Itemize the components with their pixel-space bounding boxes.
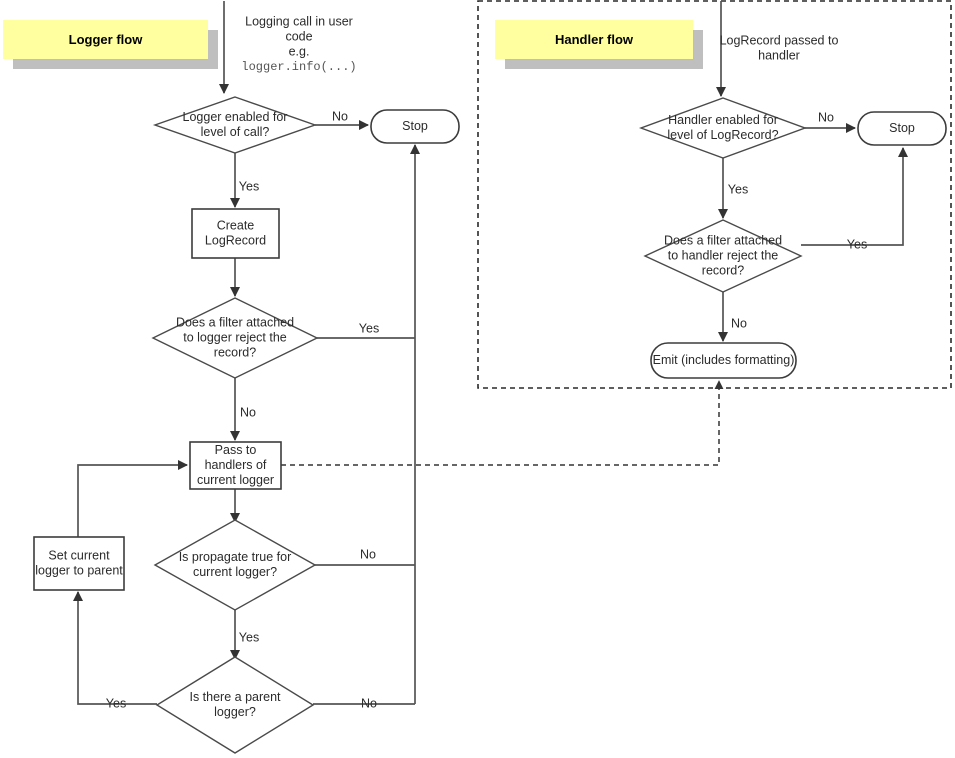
decision-is-propagate-label-line-0: Is propagate true for <box>179 550 292 564</box>
decision-is-propagate-label-line-1: current logger? <box>193 565 277 579</box>
decision-handler-filter-label-line-0: Does a filter attached <box>664 233 782 247</box>
logger-flow-banner-label: Logger flow <box>69 32 144 47</box>
caption-logging-call-line-2: e.g. <box>289 44 310 58</box>
edge-propagate-no-to-stop-riser-label: No <box>360 547 376 561</box>
decision-handler-filter-label-line-1: to handler reject the <box>668 248 779 262</box>
edge-logger-filter-no-to-pass-label: No <box>240 405 256 419</box>
decision-handler-filter-label-line-2: record? <box>702 263 744 277</box>
terminator-logger-stop: Stop <box>370 109 460 144</box>
handler-flow-frame <box>477 0 952 389</box>
caption-logrecord-passed-line-0: LogRecord passed to <box>720 33 839 47</box>
terminator-logger-stop-shape <box>370 109 460 144</box>
group-frames-layer <box>477 0 952 389</box>
terminator-emit-label-line-0: Emit (includes formatting) <box>653 353 795 367</box>
terminator-emit: Emit (includes formatting) <box>650 342 797 379</box>
decision-has-parent-logger-label-line-1: logger? <box>214 705 256 719</box>
terminator-logger-stop-label-line-0: Stop <box>402 119 428 133</box>
edge-propagate-yes-to-has-parent-label: Yes <box>239 630 259 644</box>
process-pass-to-handlers-label-line-1: handlers of <box>205 458 267 472</box>
process-set-current-logger-to-parent-label-line-0: Set current <box>48 548 110 562</box>
process-pass-to-handlers-shape <box>189 441 282 490</box>
logger-flow-banner-body <box>3 20 208 59</box>
edge-set-parent-to-pass <box>77 459 189 537</box>
process-create-logrecord-shape <box>191 208 280 259</box>
edge-logger-enabled-no-to-stop-label: No <box>332 109 348 123</box>
decision-handler-enabled-label-line-1: level of LogRecord? <box>667 128 778 142</box>
decision-logger-filter-shape <box>151 297 319 379</box>
process-set-current-logger-to-parent-shape <box>33 536 125 591</box>
edge-logger-enabled-yes-to-create-label: Yes <box>239 179 259 193</box>
decision-is-propagate-shape <box>153 519 317 611</box>
handler-flow-banner: Handler flow <box>495 20 703 69</box>
decision-handler-enabled-label-line-0: Handler enabled for <box>668 113 778 127</box>
handler-flow-banner-label: Handler flow <box>555 32 634 47</box>
decision-logger-enabled-label-line-0: Logger enabled for <box>183 110 288 124</box>
terminator-handler-stop: Stop <box>857 111 947 146</box>
edge-handler-filter-no-to-emit-label: No <box>731 316 747 330</box>
terminator-handler-stop-label-line-0: Stop <box>889 121 915 135</box>
terminator-handler-stop-shape <box>857 111 947 146</box>
edge-handler-enabled-no-to-stop-label: No <box>818 110 834 124</box>
decision-logger-enabled-shape <box>152 96 318 154</box>
decision-logger-filter-label-line-0: Does a filter attached <box>176 315 294 329</box>
logger-flow-banner: Logger flow <box>3 20 218 69</box>
process-set-current-logger-to-parent-label-line-1: logger to parent <box>35 563 123 577</box>
caption-logging-call-mono-line-0: logger.info(...) <box>241 60 356 74</box>
decision-handler-enabled-shape <box>638 97 808 159</box>
process-create-logrecord-label-line-0: Create <box>217 218 255 232</box>
process-pass-to-handlers-label-line-2: current logger <box>197 473 274 487</box>
edge-has-parent-yes-to-set-parent-label: Yes <box>106 696 126 710</box>
decision-logger-filter-label-line-2: record? <box>214 345 256 359</box>
decision-logger-filter-label-line-1: to logger reject the <box>183 330 287 344</box>
decision-handler-filter-shape <box>643 219 803 293</box>
caption-logging-call-line-1: code <box>285 29 312 43</box>
decision-has-parent-logger-label-line-0: Is there a parent <box>189 690 281 704</box>
edge-has-parent-yes-to-set-parent <box>72 590 157 705</box>
edge-handler-filter-yes-to-stop <box>801 146 909 246</box>
edge-has-parent-no-to-stop-riser-label: No <box>361 696 377 710</box>
process-pass-to-handlers-label-line-0: Pass to <box>215 443 257 457</box>
edge-pass-to-handler-flow-dashed <box>281 380 724 466</box>
decision-has-parent-logger-shape <box>155 656 315 754</box>
section-banners-layer: Logger flow Handler flow <box>3 20 703 69</box>
caption-logging-call-line-0: Logging call in user <box>245 14 353 28</box>
terminator-emit-shape <box>650 342 797 379</box>
caption-logrecord-passed-line-1: handler <box>758 48 800 62</box>
process-create-logrecord-label-line-1: LogRecord <box>205 233 266 247</box>
handler-flow-banner-body <box>495 20 693 59</box>
edge-logger-filter-yes-to-stop-riser-label: Yes <box>359 321 379 335</box>
decision-logger-enabled-label-line-1: level of call? <box>201 125 270 139</box>
edge-handler-enabled-yes-to-filter-label: Yes <box>728 182 748 196</box>
edge-handler-filter-yes-to-stop-label: Yes <box>847 237 867 251</box>
